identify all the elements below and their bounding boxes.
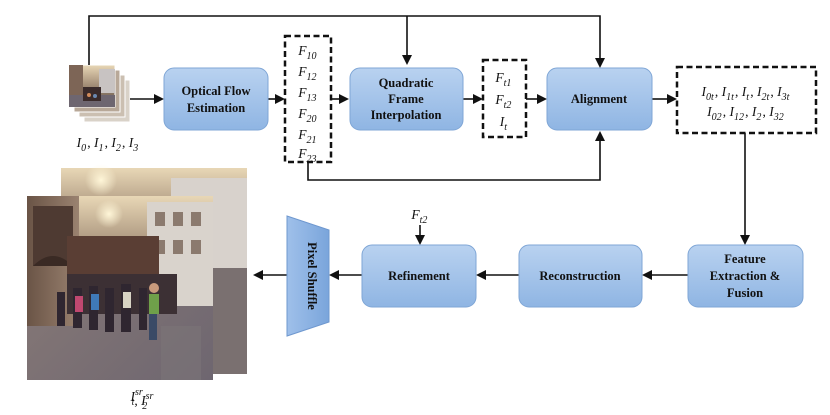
reconstruction-block: Reconstruction (518, 244, 643, 308)
aligned-frames-box (675, 65, 818, 135)
flow-label: F12 (297, 64, 317, 83)
interpolated-box (481, 58, 528, 139)
block-label: Estimation (187, 101, 245, 115)
refinement-block: Refinement (361, 244, 477, 308)
flow-label: F20 (297, 106, 317, 125)
block-label: Interpolation (371, 108, 442, 122)
block-label: Fusion (727, 286, 763, 300)
block-label: Optical Flow (181, 84, 250, 98)
alignment-block: Alignment (546, 67, 653, 131)
connectors (88, 15, 750, 280)
flow-label: F13 (297, 85, 317, 104)
block-label: Alignment (571, 92, 628, 106)
block-label: Pixel Shuffle (305, 242, 319, 310)
block-label: Reconstruction (539, 269, 620, 283)
feature-extraction-block: Feature Extraction & Fusion (687, 244, 804, 308)
quadratic-interpolation-block: Quadratic Frame Interpolation (349, 67, 464, 131)
interp-label: Ft1 (494, 70, 512, 89)
output-frames-image (27, 164, 247, 380)
aligned-row-2: I02 , I12 , I2 , I32 (706, 104, 785, 123)
block-label: Extraction & (710, 269, 780, 283)
flow-fields-labels: F10 F12 F13 F20 F21 F23 (297, 43, 317, 165)
aligned-row-1: I0t , I1t , It , I2t , I3t (700, 84, 790, 103)
interp-label: Ft2 (494, 92, 512, 111)
block-label: Refinement (388, 269, 451, 283)
block-label: Frame (388, 92, 424, 106)
flow-fields-box (283, 34, 333, 164)
flow-label: F23 (297, 146, 317, 165)
input-frames-label: I0 , I1 , I2 , I3 (76, 135, 140, 154)
aligned-frames-labels: I0t , I1t , It , I2t , I3t I02 , I12 , I… (700, 84, 790, 123)
refinement-input-label: Ft2 (410, 207, 428, 226)
interpolated-labels: Ft1 Ft2 It (494, 70, 512, 133)
block-label: Feature (724, 252, 766, 266)
flow-label: F21 (297, 127, 317, 146)
optical-flow-block: Optical Flow Estimation (163, 67, 269, 131)
block-label: Quadratic (379, 76, 434, 90)
pixel-shuffle-block: Pixel Shuffle (286, 215, 330, 337)
interp-label: It (499, 114, 508, 133)
input-frames-image (68, 64, 131, 123)
flow-label: F10 (297, 43, 317, 62)
